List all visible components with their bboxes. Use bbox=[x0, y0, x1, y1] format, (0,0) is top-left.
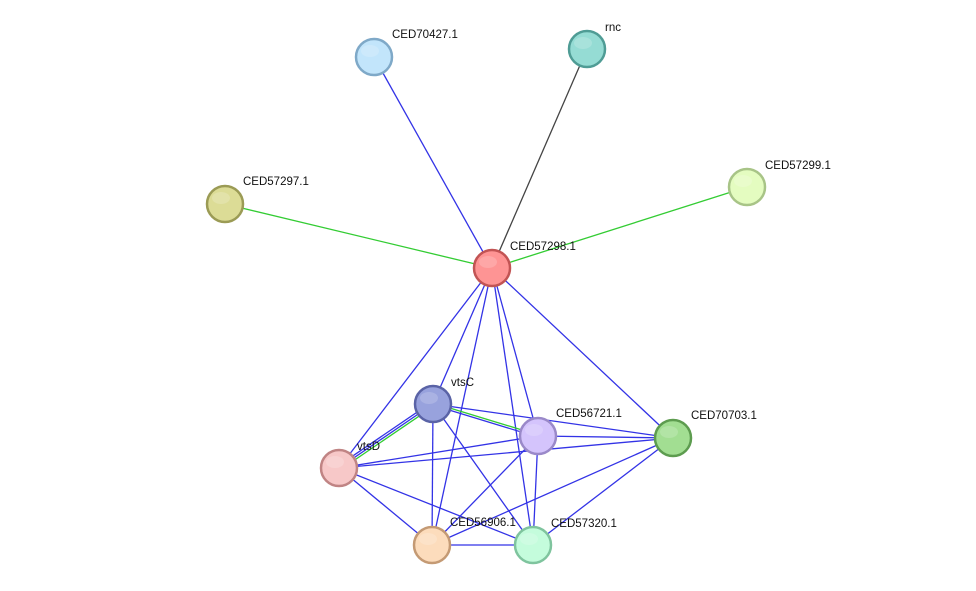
node-highlight bbox=[525, 424, 543, 436]
node-circle[interactable] bbox=[472, 248, 512, 288]
node-label: CED57299.1 bbox=[765, 160, 831, 172]
edge-line bbox=[431, 437, 674, 546]
node-CED57298.1[interactable]: CED57298.1 bbox=[472, 241, 576, 288]
edge-vtsD-CED56721.1 bbox=[338, 435, 539, 469]
edge-CED57298.1-CED56721.1 bbox=[491, 267, 539, 437]
edge-CED57298.1-rnc bbox=[491, 48, 588, 269]
edge-CED57298.1-CED57299.1 bbox=[491, 186, 748, 269]
node-CED57299.1[interactable]: CED57299.1 bbox=[727, 160, 831, 207]
edge-CED57298.1-CED56906.1 bbox=[431, 267, 493, 546]
edge-line bbox=[338, 437, 674, 469]
edge-line bbox=[491, 267, 534, 546]
node-label: CED57298.1 bbox=[510, 241, 576, 253]
edge-CED56721.1-CED56906.1 bbox=[431, 435, 539, 546]
node-CED56906.1[interactable]: CED56906.1 bbox=[412, 517, 516, 565]
node-CED57297.1[interactable]: CED57297.1 bbox=[205, 176, 309, 224]
node-label: CED70427.1 bbox=[392, 29, 458, 41]
edge-line bbox=[338, 467, 534, 546]
edge-line bbox=[224, 203, 493, 269]
node-CED56721.1[interactable]: CED56721.1 bbox=[518, 408, 622, 456]
node-circle[interactable] bbox=[653, 418, 693, 458]
node-label: rnc bbox=[605, 22, 621, 34]
edge-line bbox=[432, 267, 493, 405]
edge-line bbox=[431, 267, 493, 546]
node-label: CED57320.1 bbox=[551, 518, 617, 530]
edge-CED70703.1-CED57320.1 bbox=[532, 437, 674, 546]
edge-line bbox=[431, 435, 539, 546]
node-circle[interactable] bbox=[205, 184, 245, 224]
edge-line bbox=[491, 48, 588, 269]
edge-vtsD-CED57320.1 bbox=[338, 467, 534, 546]
node-rnc[interactable]: rnc bbox=[567, 22, 621, 69]
node-label: CED56906.1 bbox=[450, 517, 516, 529]
edge-line bbox=[432, 403, 674, 439]
edge-line bbox=[338, 467, 433, 546]
node-highlight bbox=[574, 37, 592, 49]
node-highlight bbox=[520, 533, 538, 545]
edge-line bbox=[491, 267, 539, 437]
node-circle[interactable] bbox=[513, 525, 553, 565]
node-CED70703.1[interactable]: CED70703.1 bbox=[653, 410, 757, 458]
edge-CED57298.1-vtsC bbox=[432, 267, 493, 405]
node-circle[interactable] bbox=[319, 448, 359, 488]
edge-line bbox=[491, 186, 748, 269]
node-highlight bbox=[361, 45, 379, 57]
edge-line bbox=[338, 435, 539, 469]
node-label: CED70703.1 bbox=[691, 410, 757, 422]
node-highlight bbox=[212, 192, 230, 204]
node-label: vtsC bbox=[451, 377, 474, 389]
node-circle[interactable] bbox=[413, 384, 453, 424]
node-CED70427.1[interactable]: CED70427.1 bbox=[354, 29, 458, 77]
edge-line bbox=[532, 437, 674, 546]
node-label: CED56721.1 bbox=[556, 408, 622, 420]
edge-line bbox=[373, 56, 493, 269]
edge-vtsC-CED57320.1 bbox=[432, 403, 534, 546]
node-highlight bbox=[734, 175, 752, 187]
edge-vtsC-CED70703.1 bbox=[432, 403, 674, 439]
node-circle[interactable] bbox=[354, 37, 394, 77]
node-highlight bbox=[419, 533, 437, 545]
node-circle[interactable] bbox=[412, 525, 452, 565]
node-circle[interactable] bbox=[567, 29, 607, 69]
edge-CED56721.1-CED70703.1 bbox=[537, 435, 674, 439]
edge-CED57298.1-CED57297.1 bbox=[224, 203, 493, 269]
node-label: CED57297.1 bbox=[243, 176, 309, 188]
edge-vtsC-CED56906.1 bbox=[431, 403, 434, 546]
edge-line bbox=[537, 435, 674, 439]
node-circle[interactable] bbox=[727, 167, 767, 207]
edge-line bbox=[431, 403, 434, 546]
edge-line bbox=[432, 403, 534, 546]
node-vtsD[interactable]: vtsD bbox=[319, 441, 380, 488]
node-vtsC[interactable]: vtsC bbox=[413, 377, 474, 424]
edge-vtsD-CED70703.1 bbox=[338, 437, 674, 469]
node-highlight bbox=[326, 456, 344, 468]
node-highlight bbox=[660, 426, 678, 438]
node-highlight bbox=[420, 392, 438, 404]
edge-CED57298.1-CED70427.1 bbox=[373, 56, 493, 269]
edges-layer bbox=[224, 48, 748, 546]
edge-CED57298.1-CED70703.1 bbox=[491, 267, 674, 439]
edge-CED57298.1-CED57320.1 bbox=[491, 267, 534, 546]
node-circle[interactable] bbox=[518, 416, 558, 456]
edge-vtsD-CED56906.1 bbox=[338, 467, 433, 546]
edge-line bbox=[491, 267, 674, 439]
edge-CED70703.1-CED56906.1 bbox=[431, 437, 674, 546]
edge-CED57298.1-vtsD bbox=[338, 267, 493, 469]
node-CED57320.1[interactable]: CED57320.1 bbox=[513, 518, 617, 565]
node-label: vtsD bbox=[357, 441, 380, 453]
edge-line bbox=[338, 267, 493, 469]
node-highlight bbox=[479, 256, 497, 268]
